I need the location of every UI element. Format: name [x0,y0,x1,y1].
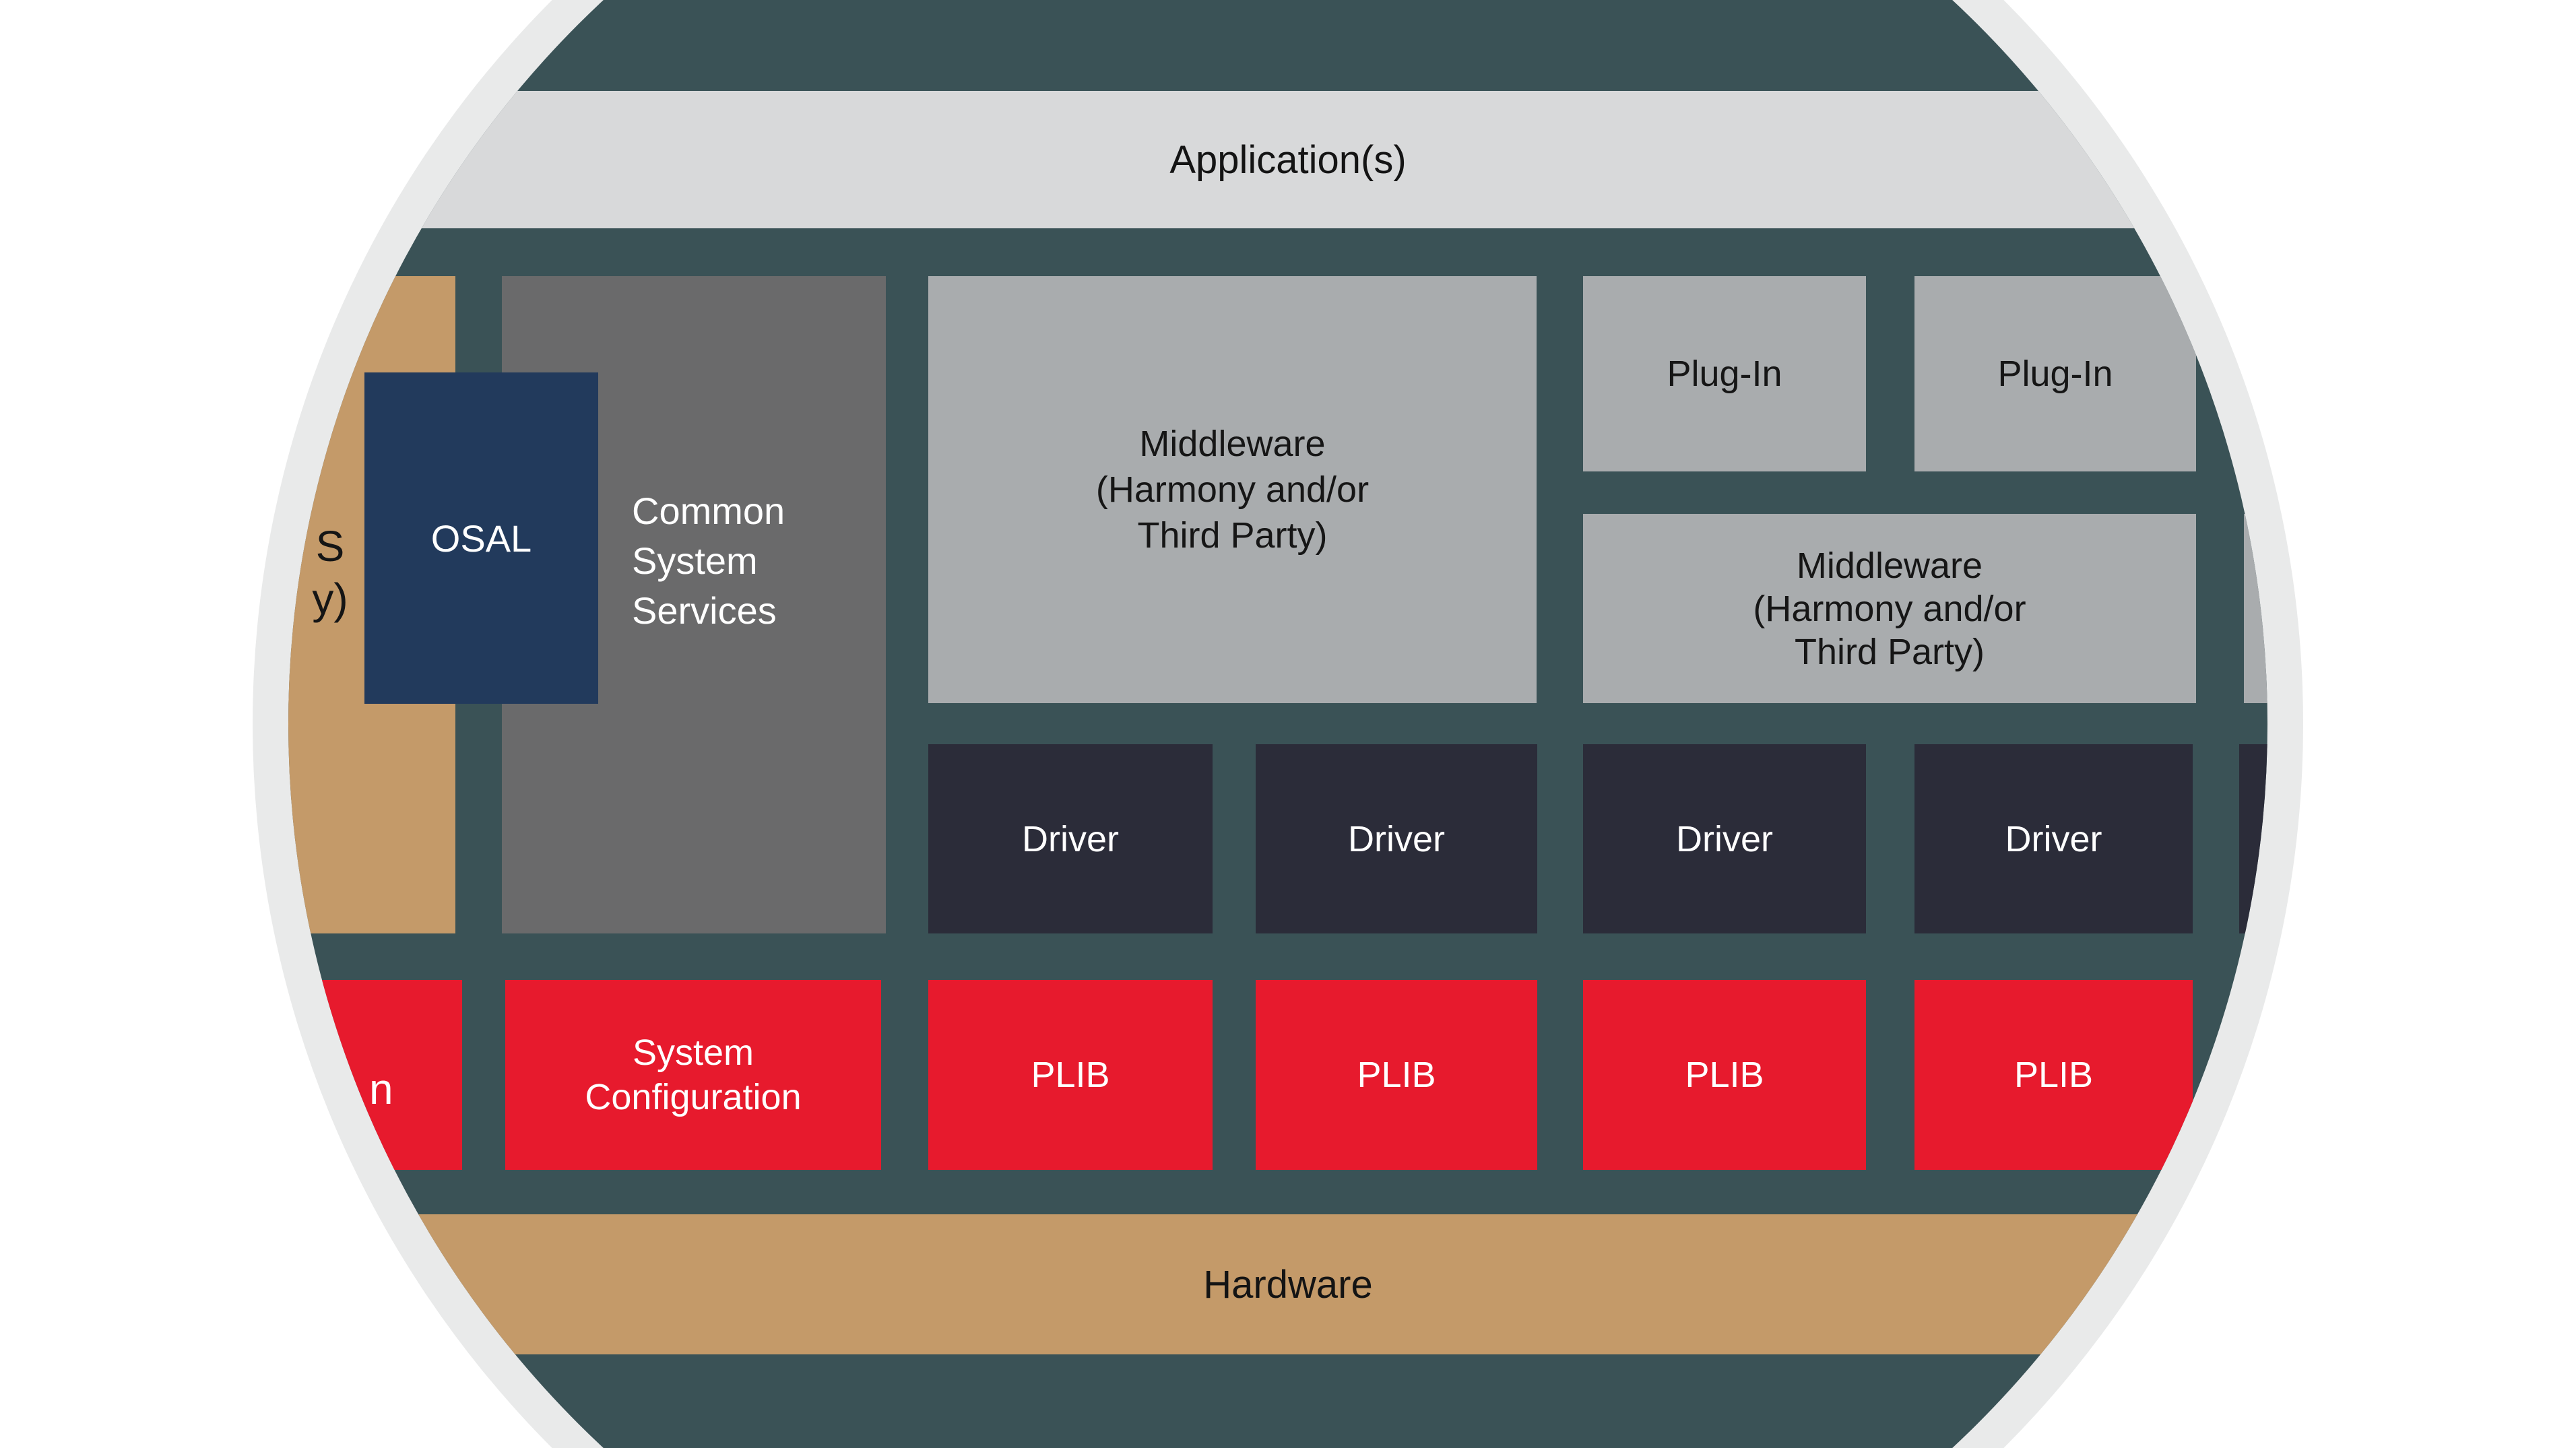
middleware-left-label: Middleware (Harmony and/or Third Party) [1096,421,1369,558]
plib-block-1: PLIB [928,980,1213,1170]
driver-block-4: Driver [1914,744,2193,933]
middleware-right-block: Middleware (Harmony and/or Third Party) [1583,514,2196,703]
css-line-3: Services [632,589,777,632]
plugin-label-2: Plug-In [1997,354,2113,394]
osal-label: OSAL [430,517,532,560]
mw-left-line-1: Middleware [1139,424,1326,464]
driver-label-2: Driver [1348,818,1445,859]
sysconf-line-1: System [632,1032,754,1073]
plib-label-4: PLIB [2014,1055,2094,1095]
driver-label-4: Driver [2005,818,2102,859]
middleware-right-label: Middleware (Harmony and/or Third Party) [1753,544,2026,673]
common-system-services-label: Common System Services [632,486,785,636]
system-configuration-label: System Configuration [585,1030,801,1119]
system-config-clipped-text-fragment: n [369,1065,393,1113]
mw-right-line-2: (Harmony and/or [1753,588,2026,629]
mw-left-line-3: Third Party) [1137,515,1328,556]
osal-block: OSAL [364,372,598,704]
mw-right-line-3: Third Party) [1794,631,1985,672]
plugin-block-2: Plug-In [1914,276,2196,471]
mw-left-line-2: (Harmony and/or [1095,469,1370,510]
plib-block-4: PLIB [1914,980,2193,1170]
css-line-1: Common [632,490,785,532]
driver-block-1: Driver [928,744,1213,933]
rtos-clipped-text-fragment: S y) [312,522,348,623]
plib-label-1: PLIB [1031,1055,1110,1095]
mw-right-line-1: Middleware [1796,545,1983,586]
application-bar: Application(s) [288,91,2267,228]
plugin-label-1: Plug-In [1667,354,1782,394]
plugin-block-1: Plug-In [1583,276,1866,471]
plib-block-2: PLIB [1256,980,1537,1170]
driver-block-2: Driver [1256,744,1537,933]
middleware-left-block: Middleware (Harmony and/or Third Party) [928,276,1537,703]
plib-label-3: PLIB [1685,1055,1764,1095]
driver-label-3: Driver [1676,818,1773,859]
css-line-2: System [632,539,758,582]
driver-block-3: Driver [1583,744,1866,933]
sysconf-line-2: Configuration [585,1077,802,1117]
plib-label-2: PLIB [1357,1055,1436,1095]
system-configuration-block: System Configuration [505,980,881,1170]
application-label: Application(s) [1169,137,1407,182]
driver-label-1: Driver [1022,818,1119,859]
plib-block-3: PLIB [1583,980,1866,1170]
hardware-bar: Hardware [288,1214,2267,1354]
hardware-label: Hardware [1203,1262,1373,1307]
